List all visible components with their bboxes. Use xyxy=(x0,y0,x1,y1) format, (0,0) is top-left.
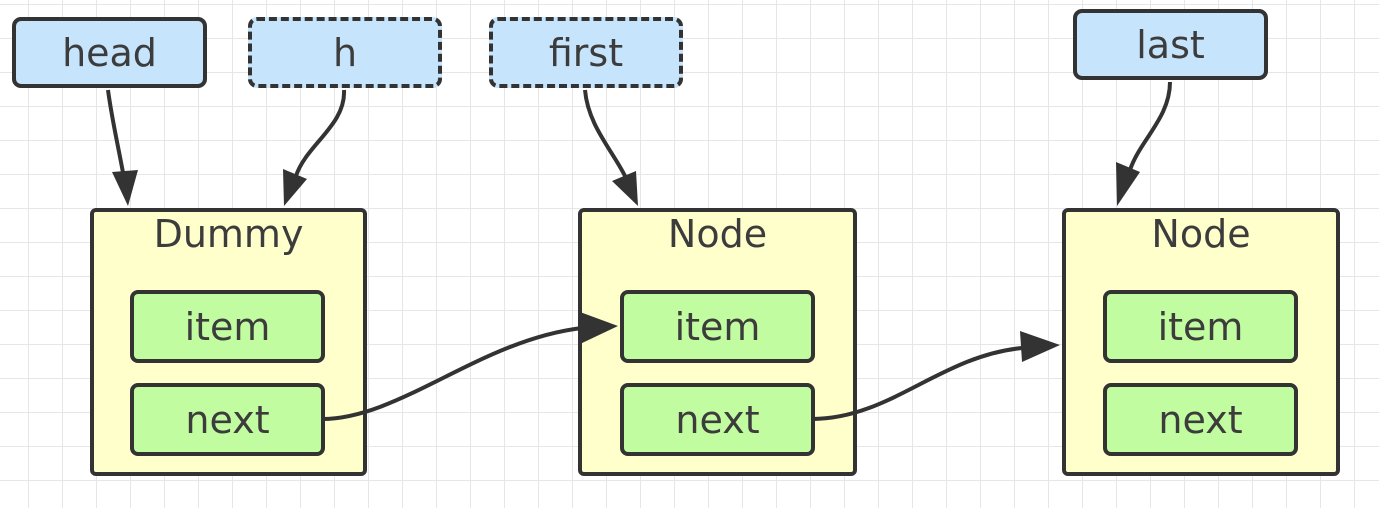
node-dummy-title: Dummy xyxy=(153,212,304,256)
pointer-h-label: h xyxy=(332,30,358,75)
edge-first-to-node1 xyxy=(583,89,638,206)
node-dummy-next-label: next xyxy=(185,397,270,442)
edge-head-to-dummy xyxy=(106,89,138,206)
node-dummy[interactable]: Dummy item next xyxy=(90,208,367,476)
node-dummy-item-label: item xyxy=(184,304,271,349)
edge-last-to-node2 xyxy=(1116,81,1172,206)
node-1-next-label: next xyxy=(675,397,760,442)
node-1-title: Node xyxy=(667,212,768,256)
pointer-last[interactable]: last xyxy=(1073,9,1268,80)
node-dummy-next-field[interactable]: next xyxy=(130,383,325,456)
node-dummy-item-field[interactable]: item xyxy=(130,290,325,363)
node-2-next-label: next xyxy=(1158,397,1243,442)
pointer-first[interactable]: first xyxy=(489,17,683,88)
pointer-first-label: first xyxy=(548,30,624,75)
node-1[interactable]: Node item next xyxy=(578,208,857,476)
node-2[interactable]: Node item next xyxy=(1062,208,1340,476)
pointer-head[interactable]: head xyxy=(12,17,207,88)
node-2-item-label: item xyxy=(1157,304,1244,349)
pointer-head-label: head xyxy=(62,30,157,75)
node-1-item-label: item xyxy=(674,304,761,349)
node-1-next-field[interactable]: next xyxy=(620,383,815,456)
node-2-next-field[interactable]: next xyxy=(1103,383,1298,456)
edge-h-to-dummy xyxy=(283,89,347,206)
pointer-last-label: last xyxy=(1136,22,1205,67)
node-1-item-field[interactable]: item xyxy=(620,290,815,363)
pointer-h[interactable]: h xyxy=(248,17,442,88)
node-2-title: Node xyxy=(1151,212,1251,256)
node-2-item-field[interactable]: item xyxy=(1103,290,1298,363)
